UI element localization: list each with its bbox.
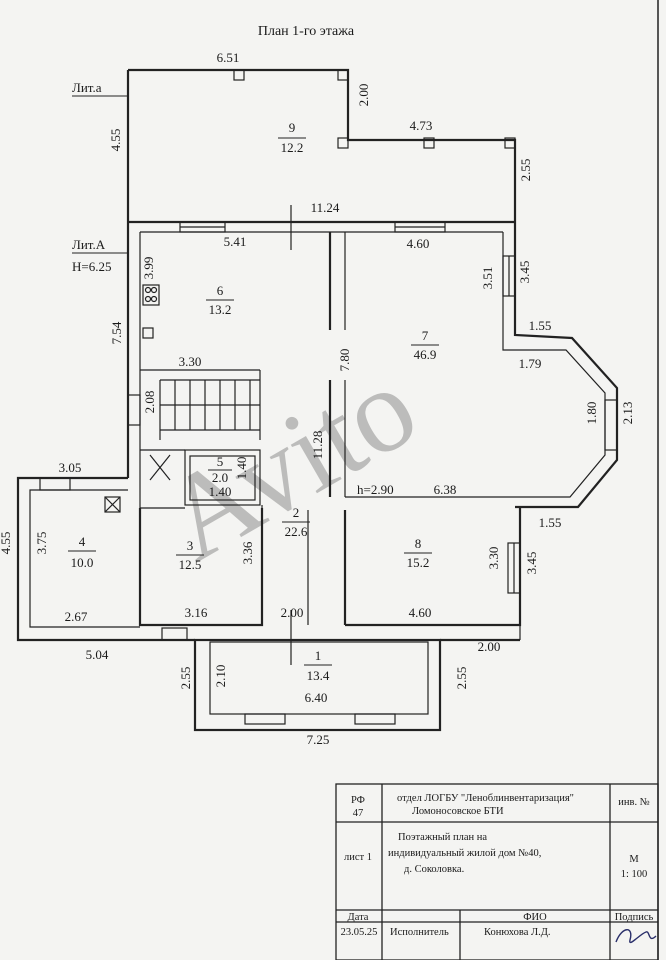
room-3-number: 3 (187, 538, 194, 553)
dim-label: 7.25 (307, 732, 330, 747)
room-3-area: 12.5 (179, 557, 202, 572)
dim-label: 3.16 (185, 605, 208, 620)
room-6-area: 13.2 (209, 302, 232, 317)
room-4-area: 10.0 (71, 555, 94, 570)
room-2-number: 2 (293, 505, 300, 520)
room-9-area: 12.2 (281, 140, 304, 155)
stove-icon (142, 284, 160, 306)
dim-label: 4.55 (108, 129, 123, 152)
stamp-scale-value: 1: 100 (621, 869, 648, 880)
stamp-desc-line2: индивидуальный жилой дом №40, (388, 848, 541, 859)
dim-label: 2.00 (356, 84, 371, 107)
room-labels: 9 12.2 6 13.2 7 46.9 5 2.0 2 22.6 3 12.5… (68, 120, 439, 683)
stamp-org-line1: отдел ЛОГБУ "Леноблинвентаризация" (397, 793, 574, 804)
extension-walls (126, 68, 517, 222)
stamp-col-fio: ФИО (523, 912, 547, 923)
dim-label: 1.79 (519, 356, 542, 371)
room-9-number: 9 (289, 120, 296, 135)
stamp-inv-label: инв. № (618, 797, 649, 808)
dim-label: 3.05 (59, 460, 82, 475)
dim-label: 4.60 (409, 605, 432, 620)
height-label: H=6.25 (72, 259, 111, 274)
dim-label: 3.30 (486, 547, 501, 570)
dim-label: 4.73 (410, 118, 433, 133)
room-4-number: 4 (79, 534, 86, 549)
room-1-number: 1 (315, 648, 322, 663)
dim-label: 3.75 (34, 532, 49, 555)
stamp-scale-m: М (629, 854, 639, 865)
dim-label: 1.80 (584, 402, 599, 425)
room-6-number: 6 (217, 283, 224, 298)
dim-label: 3.36 (240, 541, 255, 564)
room-2-area: 22.6 (285, 524, 308, 539)
boiler-icon (104, 496, 121, 513)
stamp-desc-line3: д. Соколовка. (404, 864, 464, 875)
dim-label: 3.45 (524, 552, 539, 575)
stamp-rf: РФ (351, 795, 365, 806)
dimension-labels: 6.51 2.00 4.73 4.55 2.55 11.24 5.41 4.60… (0, 50, 635, 747)
stamp-rf-number: 47 (353, 808, 364, 819)
room-8-number: 8 (415, 536, 422, 551)
ceiling-label: h=2.90 (357, 482, 394, 497)
room-7-area: 46.9 (414, 347, 437, 362)
dim-label: 1.40 (209, 484, 232, 499)
title-block: РФ 47 отдел ЛОГБУ "Леноблинвентаризация"… (335, 783, 659, 960)
plan-title: План 1-го этажа (258, 24, 355, 39)
dim-label: 2.00 (478, 639, 501, 654)
room-5-number: 5 (217, 454, 224, 469)
dim-label: 2.55 (518, 159, 533, 182)
stamp-executor: Конюхова Л.Д. (484, 927, 551, 938)
dim-label: 3.99 (141, 257, 156, 280)
dim-label: 4.55 (0, 532, 13, 555)
main-walls (16, 205, 619, 732)
room-5-area: 2.0 (212, 470, 228, 485)
dim-label: 2.10 (213, 665, 228, 688)
dim-label: 2.67 (65, 609, 88, 624)
dim-label: 2.00 (281, 605, 304, 620)
lit-a-small-label: Лит.а (72, 80, 102, 95)
lit-labels: Лит.а Лит.А H=6.25 h=2.90 (72, 80, 394, 497)
lit-a-big-label: Лит.А (72, 237, 106, 252)
stamp-sheet-label: лист 1 (344, 852, 372, 863)
room-8-area: 15.2 (407, 555, 430, 570)
dim-label: 6.38 (434, 482, 457, 497)
dim-label: 1.55 (539, 515, 562, 530)
dim-label: 6.40 (305, 690, 328, 705)
dim-label: 2.55 (178, 667, 193, 690)
stamp-date-value: 23.05.25 (341, 927, 378, 938)
sink-icon (142, 327, 154, 339)
dim-label: 2.13 (620, 402, 635, 425)
dim-label: 1.55 (529, 318, 552, 333)
dim-label: 1.40 (234, 457, 249, 480)
dim-label: 7.54 (109, 321, 124, 344)
dim-label: 2.55 (454, 667, 469, 690)
dim-label: 6.51 (217, 50, 240, 65)
dim-label: 7.80 (337, 349, 352, 372)
dim-label: 5.04 (86, 647, 109, 662)
stamp-desc-line1: Поэтажный план на (398, 832, 487, 843)
stair-treads (160, 380, 260, 431)
dim-label: 11.28 (310, 431, 325, 460)
dim-label: 3.45 (517, 261, 532, 284)
dim-label: 3.51 (480, 267, 495, 290)
stamp-role: Исполнитель (390, 927, 449, 938)
dim-label: 11.24 (311, 200, 340, 215)
stamp-org-line2: Ломоносовское БТИ (412, 806, 504, 817)
signature-mark (615, 929, 657, 944)
stamp-col-sign: Подпись (615, 912, 654, 923)
room-7-number: 7 (422, 328, 429, 343)
stamp-col-date: Дата (348, 912, 369, 923)
dim-label: 4.60 (407, 236, 430, 251)
dim-label: 5.41 (224, 234, 247, 249)
room-1-area: 13.4 (307, 668, 330, 683)
dim-label: 3.30 (179, 354, 202, 369)
dim-label: 2.08 (142, 391, 157, 414)
